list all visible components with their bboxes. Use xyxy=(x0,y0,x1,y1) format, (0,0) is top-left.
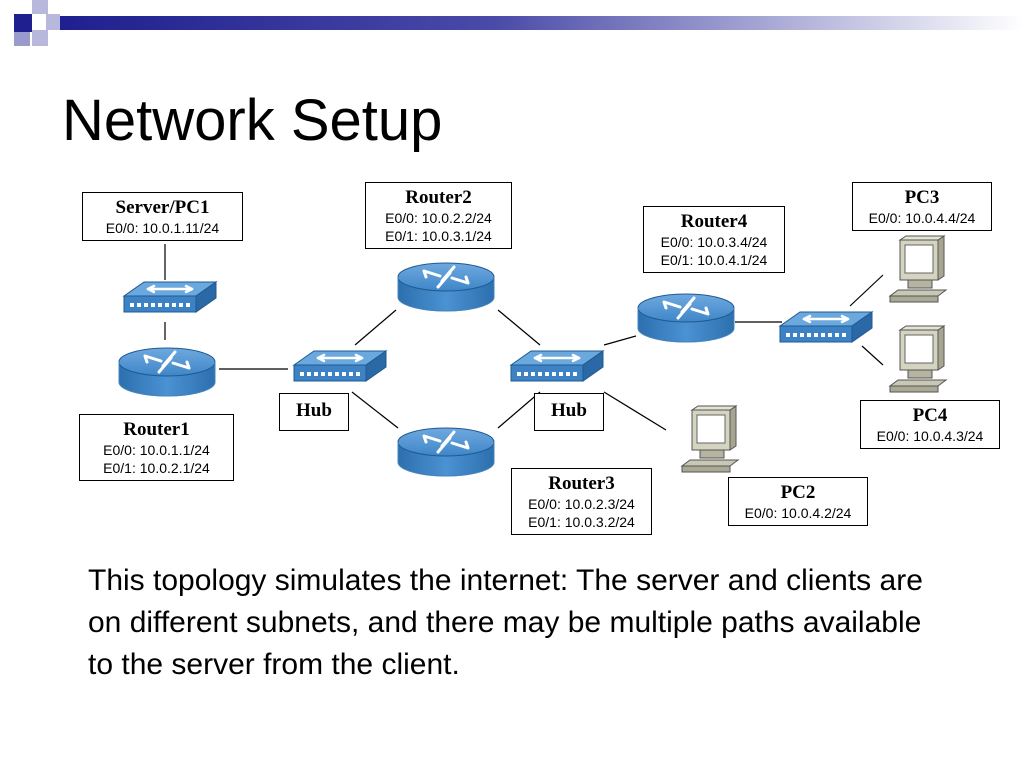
hub2-label: Hub xyxy=(534,393,604,431)
hub2-icon xyxy=(509,349,605,383)
server-interface-0: E0/0: 10.0.1.11/24 xyxy=(105,220,220,236)
link-switch2-pc4 xyxy=(861,345,884,366)
router3-label: Router3 E0/0: 10.0.2.3/24 E0/1: 10.0.3.2… xyxy=(511,468,652,535)
router3-interface-1: E0/1: 10.0.3.2/24 xyxy=(528,514,635,530)
corner-square-light xyxy=(32,30,48,46)
router3-interface-0: E0/0: 10.0.2.3/24 xyxy=(528,496,635,512)
pc2-icon xyxy=(681,405,739,473)
router2-name: Router2 xyxy=(405,187,472,208)
pc3-name: PC3 xyxy=(904,187,940,208)
router4-name: Router4 xyxy=(680,211,748,232)
pc4-label: PC4 E0/0: 10.0.4.3/24 xyxy=(860,400,1000,449)
server-label: Server/PC1 E0/0: 10.0.1.11/24 xyxy=(82,192,243,241)
network-topology-diagram xyxy=(117,235,947,478)
link-router3-hub2 xyxy=(497,391,541,429)
slide-caption: This topology simulates the internet: Th… xyxy=(88,564,923,681)
router2-interface-0: E0/0: 10.0.2.2/24 xyxy=(385,210,492,226)
router3-icon xyxy=(396,426,496,478)
pc2-label: PC2 E0/0: 10.0.4.2/24 xyxy=(728,477,868,526)
link-hub2-pc2 xyxy=(603,391,667,431)
router2-icon xyxy=(396,261,496,313)
pc4-interface-0: E0/0: 10.0.4.3/24 xyxy=(876,428,984,444)
corner-square-light xyxy=(46,14,60,30)
link-switch2-pc3 xyxy=(849,274,884,307)
router1-label: Router1 E0/0: 10.0.1.1/24 E0/1: 10.0.2.1… xyxy=(79,414,234,481)
connection-lines xyxy=(164,244,884,431)
pc4-name: PC4 xyxy=(912,405,948,426)
server-switch-icon xyxy=(122,280,218,314)
link-hub1-router3 xyxy=(351,391,399,429)
pc3-interface-0: E0/0: 10.0.4.4/24 xyxy=(868,210,976,226)
pc2-name: PC2 xyxy=(780,482,816,503)
title-accent-bar xyxy=(60,16,1024,30)
hub1-icon xyxy=(292,349,388,383)
link-router2-hub2 xyxy=(497,309,541,346)
pc3-icon xyxy=(889,235,947,303)
router1-icon xyxy=(117,346,217,398)
pc3-label: PC3 E0/0: 10.0.4.4/24 xyxy=(852,182,992,231)
corner-square-dark xyxy=(14,14,32,32)
corner-square-light xyxy=(32,0,48,14)
slide-title: Network Setup xyxy=(62,88,443,153)
router1-interface-0: E0/0: 10.0.1.1/24 xyxy=(103,442,210,458)
link-hub2-router4 xyxy=(603,335,637,346)
router1-name: Router1 xyxy=(123,419,190,440)
router4-label: Router4 E0/0: 10.0.3.4/24 E0/1: 10.0.4.1… xyxy=(643,206,785,273)
pc4-icon xyxy=(889,325,947,393)
router1-interface-1: E0/1: 10.0.2.1/24 xyxy=(103,460,210,476)
router2-label: Router2 E0/0: 10.0.2.2/24 E0/1: 10.0.3.1… xyxy=(365,182,512,249)
link-hub1-router2 xyxy=(354,309,397,346)
router3-name: Router3 xyxy=(548,473,615,494)
switch2-icon xyxy=(778,310,874,344)
router2-interface-1: E0/1: 10.0.3.1/24 xyxy=(385,228,492,244)
pc2-interface-0: E0/0: 10.0.4.2/24 xyxy=(744,505,852,521)
hub1-label: Hub xyxy=(279,393,349,431)
router4-interface-1: E0/1: 10.0.4.1/24 xyxy=(660,252,768,268)
server-name: Server/PC1 xyxy=(115,197,210,218)
router4-icon xyxy=(636,292,736,344)
corner-square-mid xyxy=(14,32,30,46)
router4-interface-0: E0/0: 10.0.3.4/24 xyxy=(660,234,768,250)
